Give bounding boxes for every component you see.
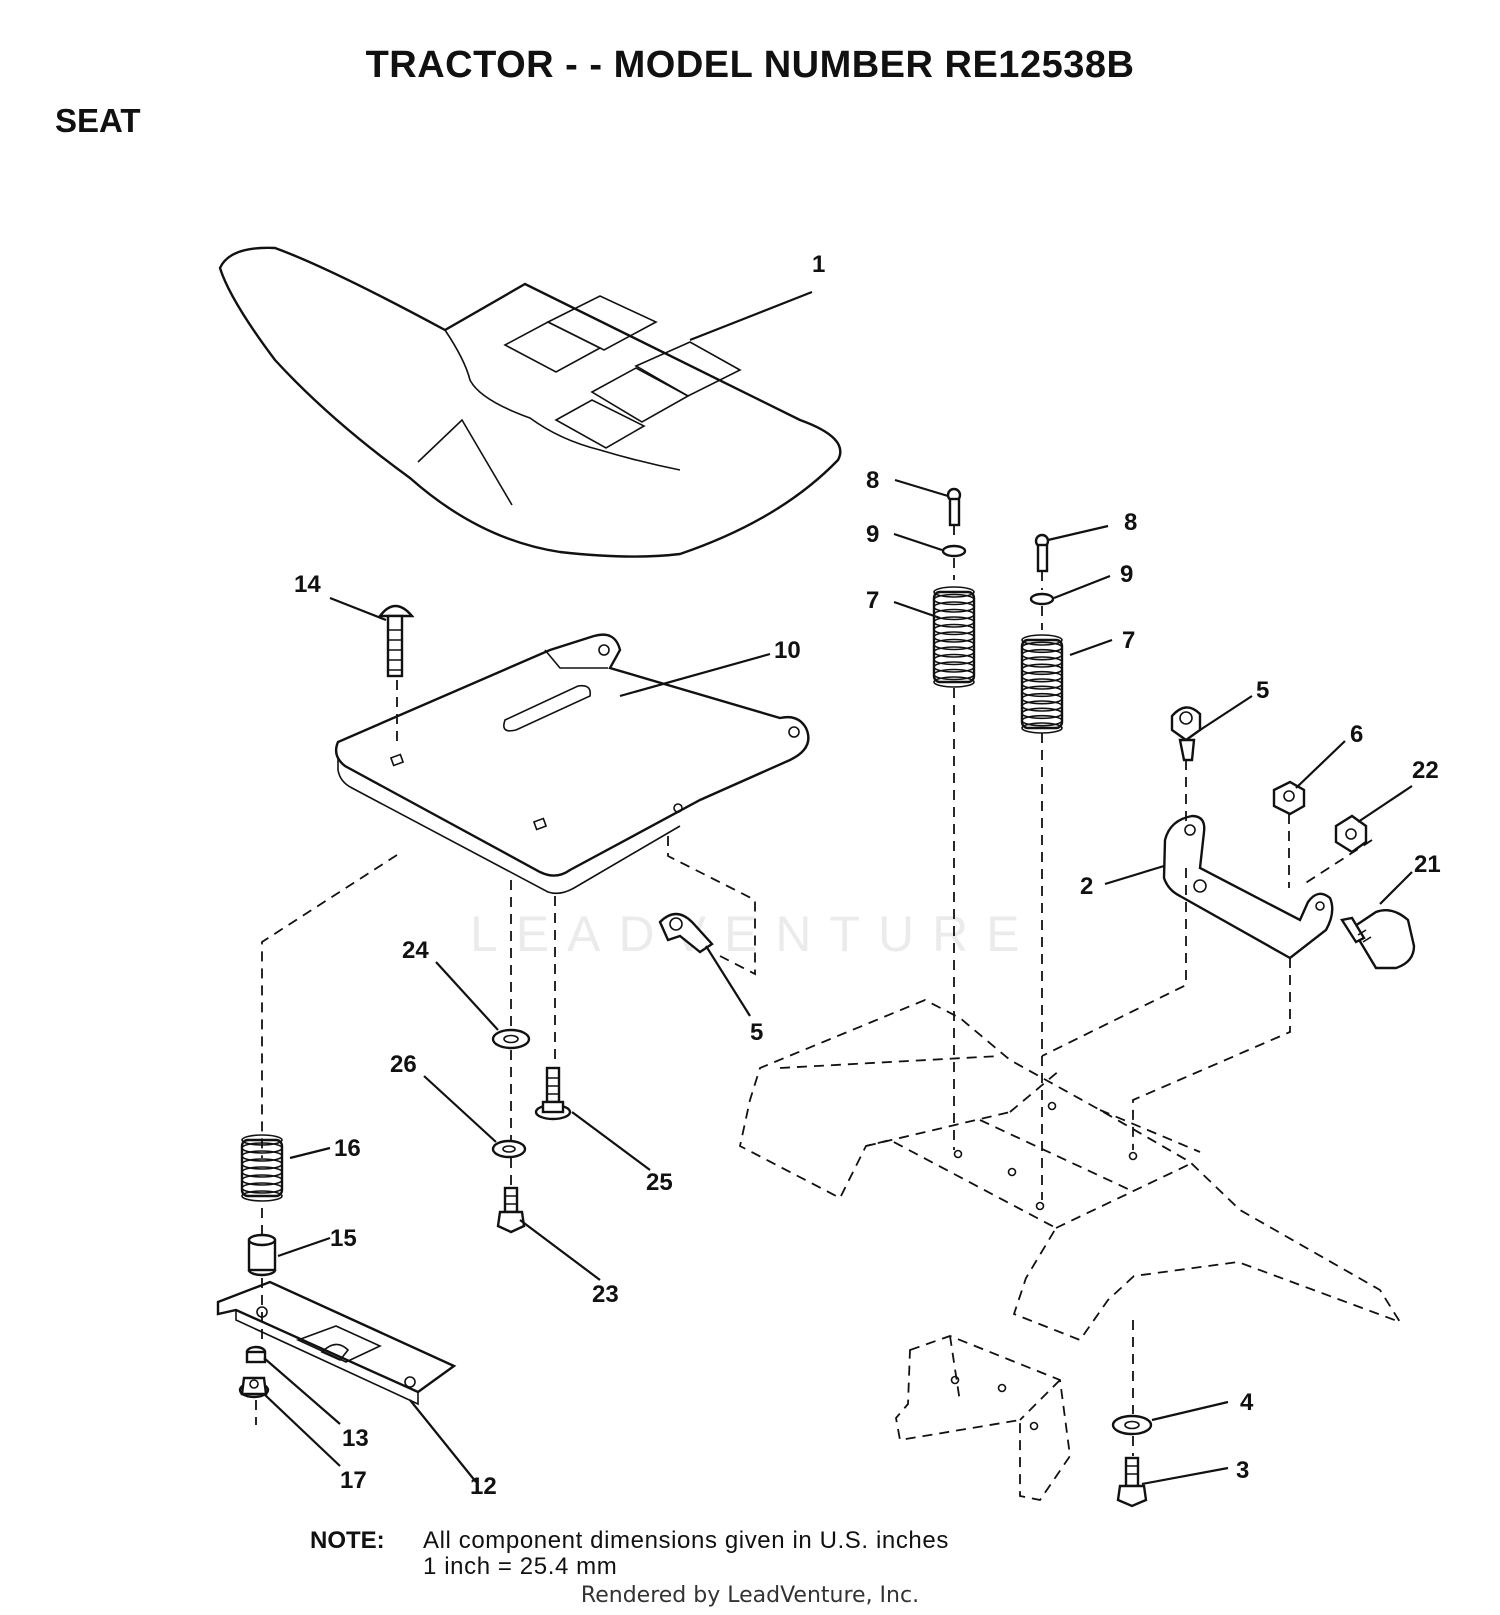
callout-16: 16 xyxy=(334,1135,361,1162)
callout-1: 1 xyxy=(812,251,825,278)
callout-4: 4 xyxy=(1240,1389,1254,1416)
washer-26 xyxy=(491,1139,527,1159)
callout-23: 23 xyxy=(592,1281,619,1308)
callout-21: 21 xyxy=(1414,851,1441,878)
section-title: SEAT xyxy=(55,102,141,139)
callout-2: 2 xyxy=(1080,873,1093,900)
page-title: TRACTOR - - MODEL NUMBER RE12538B xyxy=(365,44,1135,86)
leader-lines xyxy=(263,290,1413,1486)
lock-nut xyxy=(1272,780,1306,816)
washer-4 xyxy=(1111,1414,1153,1436)
callout-25: 25 xyxy=(646,1169,673,1196)
callout-17: 17 xyxy=(340,1467,367,1494)
spring-stack-right xyxy=(1020,533,1064,734)
callout-26: 26 xyxy=(390,1051,417,1078)
callout-14: 14 xyxy=(294,571,321,598)
spacer xyxy=(247,1233,277,1277)
washer-24 xyxy=(491,1028,531,1050)
hex-nut xyxy=(1334,814,1368,854)
callout-24: 24 xyxy=(402,937,429,964)
callout-15: 15 xyxy=(330,1225,357,1252)
flange-bolt xyxy=(534,1066,572,1121)
bracket xyxy=(1162,814,1334,960)
footer-credit: Rendered by LeadVenture, Inc. xyxy=(580,1583,920,1608)
tractor-frame-dashed xyxy=(738,999,1403,1501)
spring-stack-left xyxy=(932,487,976,688)
callout-6: 6 xyxy=(1350,721,1363,748)
callout-numbers: 1 8 8 9 9 7 7 14 10 5 6 22 2 21 24 5 26 … xyxy=(294,251,1441,1500)
flange-nut-17 xyxy=(238,1376,270,1399)
callout-10: 10 xyxy=(774,637,801,664)
note-label: NOTE: xyxy=(310,1527,385,1554)
clip-lower xyxy=(658,912,714,954)
callout-7: 7 xyxy=(1122,627,1135,654)
callout-12: 12 xyxy=(470,1473,497,1500)
mounting-plate xyxy=(216,1280,457,1406)
hex-bolt-3 xyxy=(1116,1456,1148,1508)
coil-spring-small xyxy=(240,1134,284,1202)
callout-5: 5 xyxy=(750,1019,763,1046)
shoulder-bolt xyxy=(1340,909,1416,970)
clip-upper xyxy=(1170,706,1202,762)
watermark: LEADVENTURE xyxy=(470,906,1038,962)
assembly-lines xyxy=(255,525,1373,1456)
callout-8: 8 xyxy=(866,467,879,494)
carriage-bolt xyxy=(377,604,415,678)
callout-9: 9 xyxy=(1120,561,1133,588)
hex-bolt xyxy=(496,1186,526,1234)
callout-7: 7 xyxy=(866,587,879,614)
callout-13: 13 xyxy=(342,1425,369,1452)
nut-13 xyxy=(245,1345,267,1364)
note-text: All component dimensions given in U.S. i… xyxy=(423,1527,949,1554)
callout-5: 5 xyxy=(1256,677,1269,704)
callout-8: 8 xyxy=(1124,509,1137,536)
seat xyxy=(218,246,842,558)
callout-9: 9 xyxy=(866,521,879,548)
callout-22: 22 xyxy=(1412,757,1439,784)
callout-3: 3 xyxy=(1236,1457,1249,1484)
note-conversion: 1 inch = 25.4 mm xyxy=(423,1553,618,1580)
seat-pan xyxy=(334,633,810,895)
